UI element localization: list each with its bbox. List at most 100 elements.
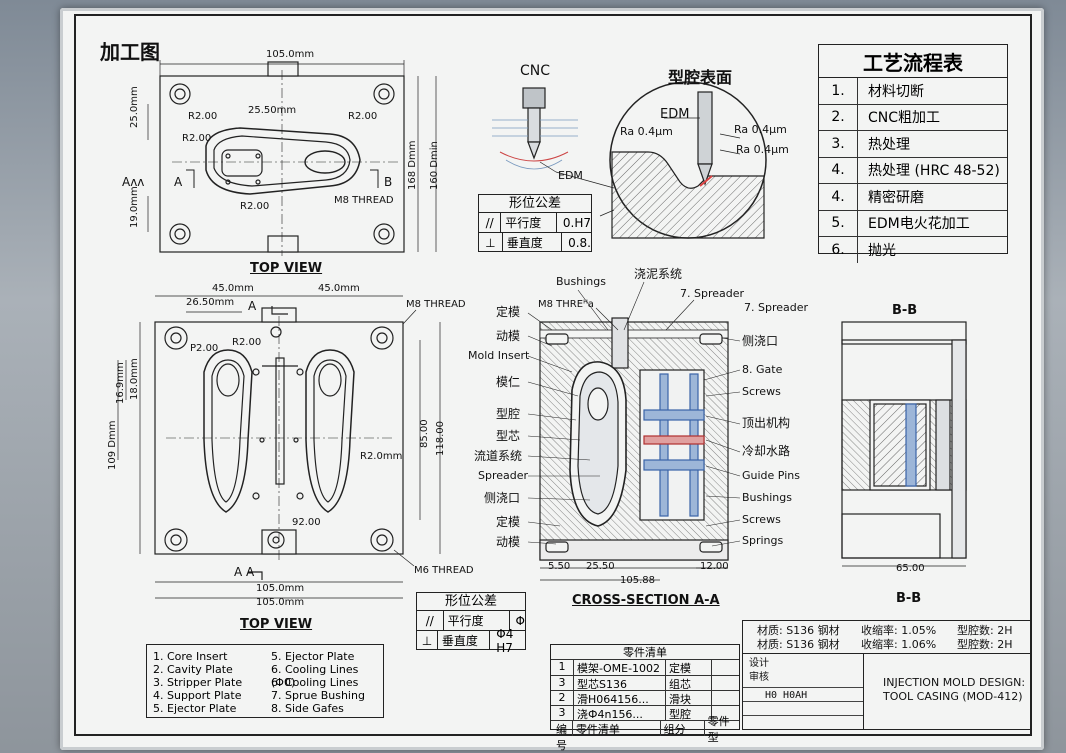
tv2-p: P2.00 [190, 343, 219, 354]
xs-right-label: Springs [742, 534, 784, 547]
legend-item: 6. Cooling Lines [271, 676, 359, 689]
xs-left-label: 流道系统 [474, 449, 523, 463]
process-step: 3.热处理 [819, 131, 1007, 158]
tv2-m8: M8 THREAD [406, 299, 466, 310]
xs-left-label: 型腔 [496, 407, 521, 421]
process-table: 工艺流程表 1.材料切断 2.CNC粗加工 3.热处理 4.热处理 (HRC 4… [818, 44, 1008, 263]
xs-left-label: 动模 [496, 329, 521, 343]
process-step-text: 精密研磨 [868, 189, 924, 206]
bom-mat: 组芯 [666, 675, 712, 691]
tv1-section-a: A [174, 175, 183, 189]
tb-main-title: INJECTION MOLD DESIGN: [883, 676, 1026, 689]
xs-left-label: 模仁 [496, 375, 521, 389]
bom-footer-c: 组分 [661, 721, 705, 736]
tv2-h5: 118.00 [435, 421, 446, 456]
tv2-section-aa: A A [234, 565, 255, 579]
tv1-h4: 19.0mm [129, 186, 140, 228]
tv1-h3: 160 Dmin [429, 141, 440, 190]
section-markers [186, 169, 379, 580]
tv2-slot: 26.50mm [186, 297, 235, 308]
cnc-label: CNC [520, 63, 551, 79]
bb-label-top: B-B [892, 303, 918, 318]
process-step-text: CNC粗加工 [868, 110, 941, 127]
tv2-w3: 105.0mm [256, 583, 305, 594]
process-step-text: 材料切断 [868, 83, 924, 100]
process-step: 5. EDM电火花加工 [819, 210, 1007, 237]
bom-mat: 型腔 [666, 706, 712, 721]
process-step: 4. 精密研磨 [819, 184, 1007, 211]
tv1-r4: R2.00 [240, 201, 270, 212]
tv2-h2: 16.9mm [115, 362, 126, 404]
bb-dim: 65.00 [896, 563, 925, 574]
tb-small-2: 审核 [749, 672, 769, 683]
xs-top-label: 7. Spreader [680, 287, 745, 300]
xs-dim-d: 12.00 [700, 561, 729, 572]
tv1-r1: R2.00 [188, 111, 218, 122]
tol1-val: 0.8. [568, 235, 591, 250]
xs-right-label: Screws [742, 513, 781, 526]
tv2-h4: 85.00 [419, 419, 430, 448]
cross-section-leaders [527, 281, 741, 547]
tv2-r: R2.00 [232, 337, 262, 348]
cavity-title: 型腔表面 [668, 68, 733, 87]
tv2-92: 92.00 [292, 517, 321, 528]
tv2-label: TOP VIEW [240, 617, 313, 632]
tb-shrink-1: 收缩率: 1.05% [861, 624, 937, 637]
tol2-name: 垂直度 [438, 631, 491, 650]
xs-right-label: Bushings [742, 491, 792, 504]
cavity-ra-1: Ra 0.4μm [620, 125, 673, 138]
bom-footer-a: 编号 [551, 721, 573, 752]
xs-dim-b: 25.50 [586, 561, 615, 572]
tb-small-1: 设计 [749, 658, 769, 669]
tol1-row: // 平行度 0.H7 [479, 213, 591, 233]
bom-header: 零件清单 [551, 645, 739, 661]
xs-dim-a: 5.50 [548, 561, 571, 572]
tv1-width-dim: 105.0mm [266, 49, 315, 60]
bom-name: 型芯S136 [574, 675, 666, 690]
process-step-no: 2. [819, 104, 858, 130]
xs-right-label: Screws [742, 385, 781, 398]
tol2-sym: // [417, 611, 444, 630]
xs-right-label: 7. Spreader [744, 301, 809, 314]
cnc-detail [492, 87, 578, 173]
xs-left-label: 定模 [496, 515, 521, 529]
bom-footer-b: 零件清单 [573, 721, 661, 736]
tv1-h2: 168 Dmm [407, 140, 418, 190]
bom-name: 模架-OME-1002 [574, 660, 666, 675]
top-view-2-plate [117, 295, 441, 599]
legend-item: 3. Stripper Plate [153, 676, 243, 689]
cavity-edm-label: EDM [660, 107, 690, 122]
cavity-ra-3: Ra 0.4μm [736, 143, 789, 156]
tol2-val: Φ [515, 613, 525, 628]
tol2-name: 平行度 [444, 611, 510, 630]
tol1-name: 垂直度 [503, 233, 563, 252]
tb-cavities-2: 型腔数: 2H [957, 638, 1013, 651]
tb-shrink-2: 收缩率: 1.06% [861, 638, 937, 651]
xs-left-label: 侧浇口 [484, 491, 521, 505]
xs-top-label: M8 THREᴴa [538, 299, 594, 310]
tv1-h1: 25.0mm [129, 86, 140, 128]
tol2-title: 形位公差 [417, 593, 525, 611]
process-step: 1.材料切断 [819, 78, 1007, 105]
tv1-section-a-outer: Aʌʌ [122, 175, 145, 189]
xs-dim-c: 105.88 [620, 575, 655, 586]
xs-right-label: 冷却水路 [742, 444, 791, 458]
tb-code: H0 H0AH [765, 690, 808, 701]
tol1-name: 平行度 [501, 213, 557, 232]
xs-left-label: 型芯 [496, 429, 521, 443]
process-step-text: EDM电火花加工 [868, 216, 970, 233]
process-step-no: 5. [819, 210, 858, 236]
process-step-no: 4. [819, 184, 858, 210]
tv2-w2: 45.0mm [318, 283, 360, 294]
process-step-text: 抛光 [868, 242, 896, 259]
tv1-thread: M8 THREAD [334, 195, 394, 206]
tv2-w1: 45.0mm [212, 283, 254, 294]
process-step-no: 4. [819, 157, 858, 183]
tv1-slot-dim: 25.50mm [248, 105, 297, 116]
cavity-surface-detail [555, 81, 767, 239]
section-b-b [841, 321, 967, 567]
